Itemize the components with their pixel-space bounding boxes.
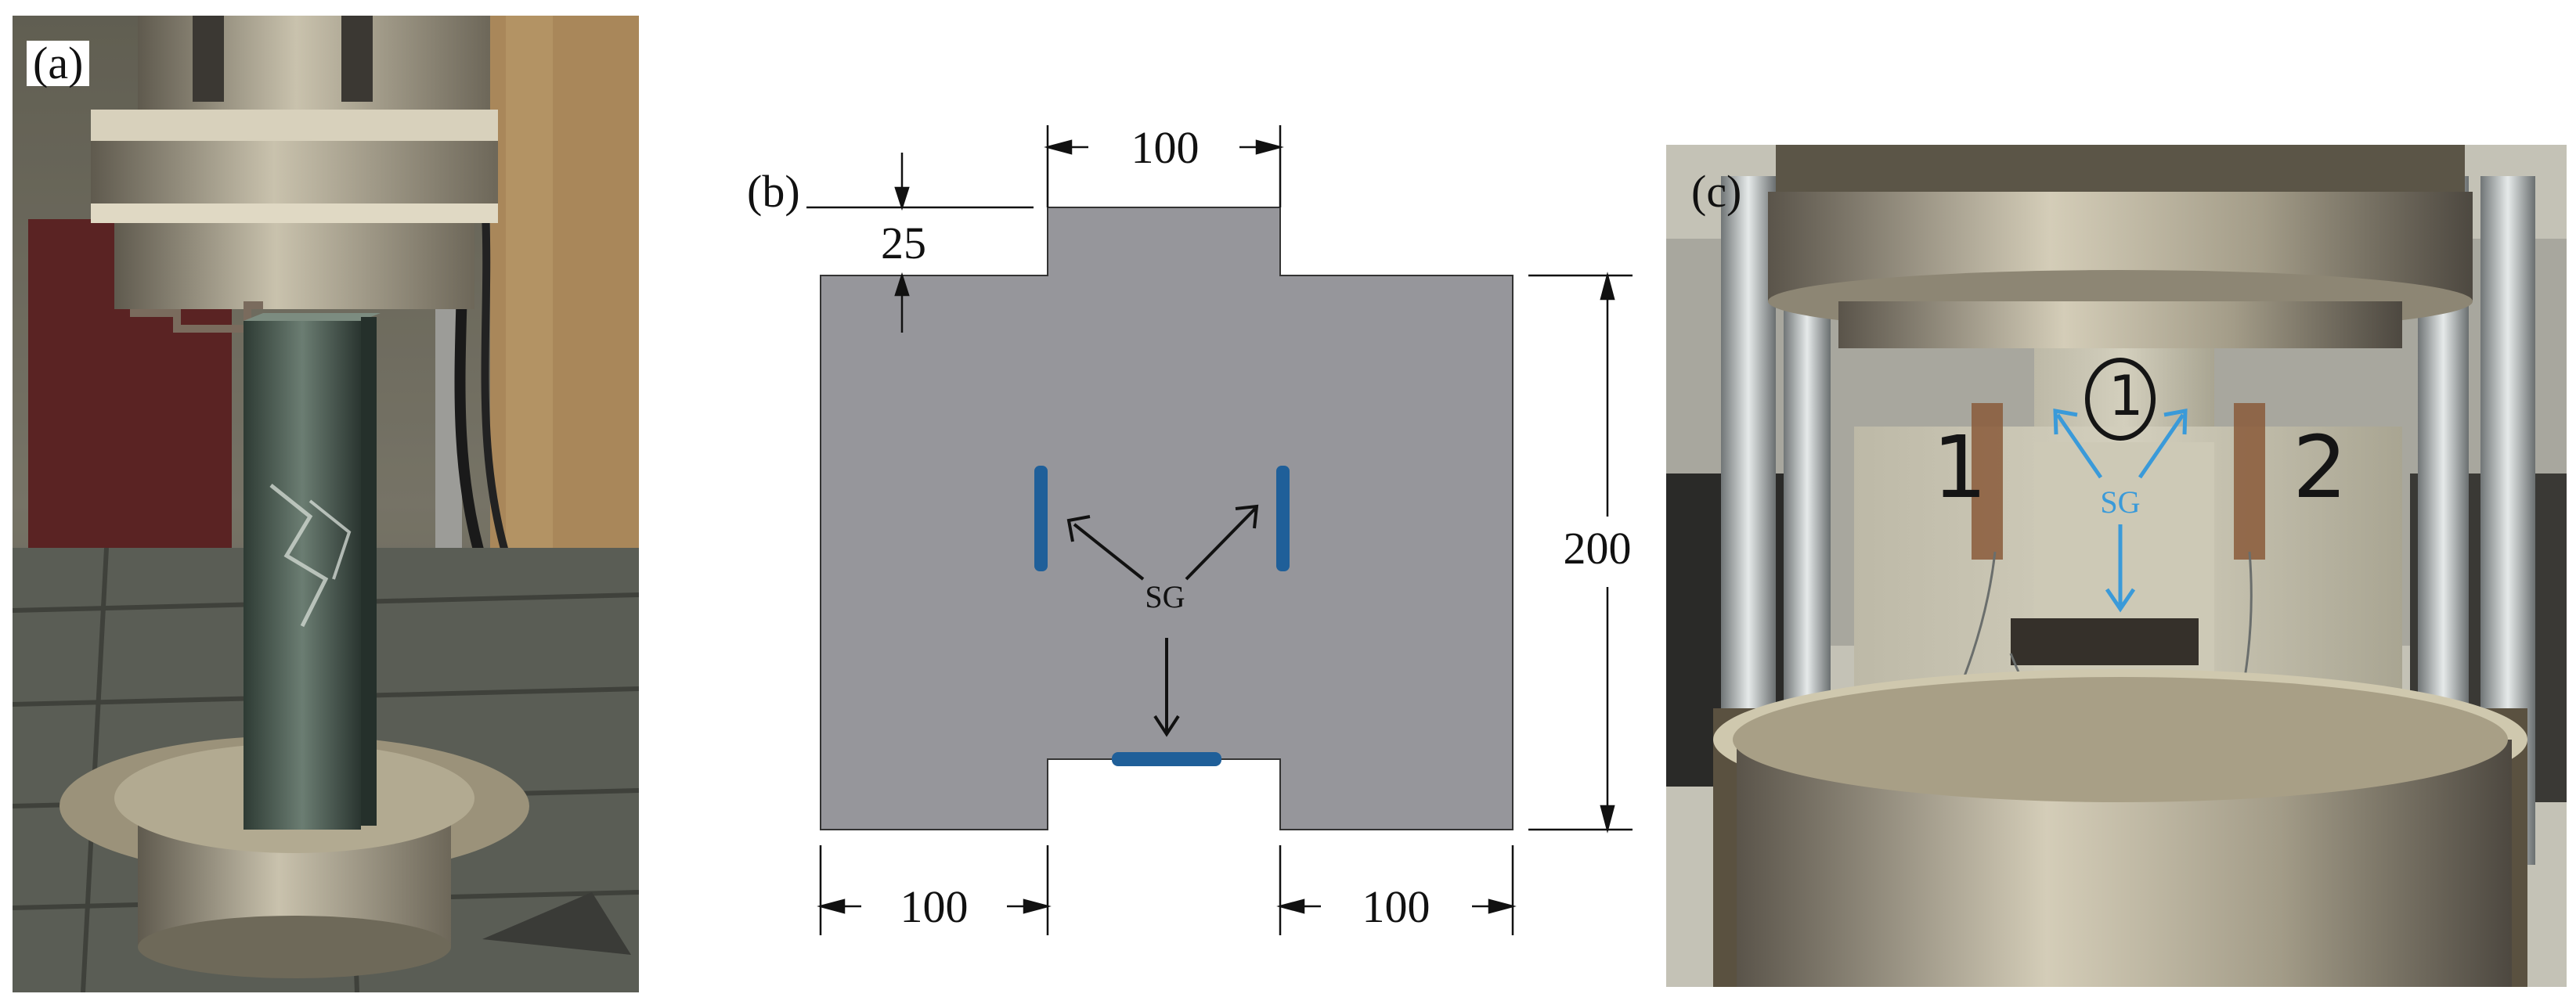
specimen-drawing: 100 25 200 100 100 (799, 122, 1633, 935)
dimension-bottom-right (1276, 845, 1517, 935)
sg-label: SG (1145, 579, 1185, 614)
strain-gauge-bottom (1112, 752, 1221, 766)
photo-prism-specimen (13, 16, 639, 992)
sg-label-photo: SG (2100, 484, 2140, 520)
panel-label-a: (a) (27, 41, 90, 86)
dim-label-top: 100 (1131, 122, 1200, 173)
panel-label-c: (c) (1691, 166, 1742, 217)
dim-label-bottom-right: 100 (1362, 881, 1431, 932)
strain-gauge-left (1034, 466, 1048, 571)
strain-gauge-right (1276, 466, 1290, 571)
photo-specimen-with-gauges: 1 2 1 SG (1666, 145, 2567, 987)
sg-arrows (1066, 504, 1259, 737)
panel-label-b: (b) (741, 169, 806, 214)
dim-label-height: 200 (1564, 523, 1632, 574)
sg-arrows-photo (2053, 408, 2188, 613)
mark-number-2-right: 2 (2293, 417, 2347, 517)
dimension-top-width (1044, 125, 1284, 207)
dimension-height (1528, 272, 1633, 834)
mark-number-1-top: 1 (2109, 364, 2144, 428)
dim-label-depth: 25 (881, 218, 926, 268)
dim-label-bottom-left: 100 (900, 881, 969, 932)
dimension-bottom-left (817, 845, 1052, 935)
mark-number-1-left: 1 (1932, 417, 1987, 517)
dimension-notch-depth (799, 153, 1034, 333)
